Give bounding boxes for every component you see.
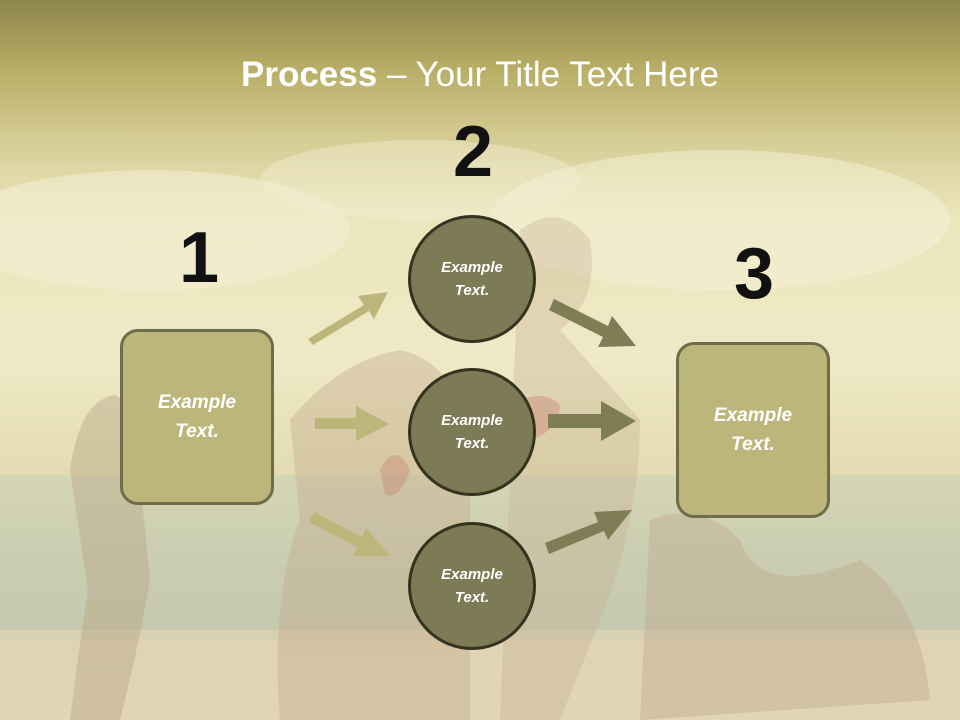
arrow-from-top-circle <box>549 299 636 347</box>
circle-middle-text: Example Text. <box>441 412 503 452</box>
title-rest: – Your Title Text Here <box>377 55 719 94</box>
step-3-box: Example Text. <box>676 342 830 518</box>
circle-top-text: Example Text. <box>441 259 503 299</box>
step-2-circle-bottom: Example Text. <box>408 522 536 650</box>
arrow-to-middle-circle <box>315 406 389 441</box>
title-bold: Process <box>241 55 378 94</box>
arrow-to-top-circle <box>308 292 388 345</box>
arrow-from-middle-circle <box>548 401 636 441</box>
circle-bottom-text: Example Text. <box>441 566 503 606</box>
step-2-circle-middle: Example Text. <box>408 368 536 496</box>
step-3-text: Example Text. <box>713 405 793 455</box>
step-number-1: 1 <box>178 218 220 298</box>
step-1-text: Example Text. <box>157 392 237 442</box>
arrow-to-bottom-circle <box>309 512 390 556</box>
slide-title: Process – Your Title Text Here <box>0 52 960 98</box>
arrow-from-bottom-circle <box>545 510 632 554</box>
step-number-2: 2 <box>452 112 494 192</box>
step-number-3: 3 <box>733 234 775 314</box>
step-2-circle-top: Example Text. <box>408 215 536 343</box>
step-1-box: Example Text. <box>120 329 274 505</box>
